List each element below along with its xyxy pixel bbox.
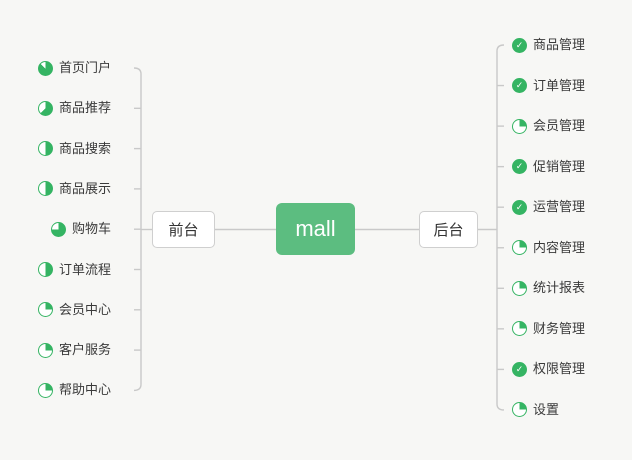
progress-pie-icon	[512, 240, 527, 256]
item-label: 商品搜索	[58, 140, 111, 156]
item-label: 会员中心	[58, 301, 111, 317]
progress-pie-icon	[37, 141, 53, 157]
item-label: 会员管理	[533, 118, 586, 134]
check-icon	[512, 159, 527, 175]
branch-item[interactable]: 商品搜索	[37, 139, 111, 159]
item-label: 统计报表	[533, 280, 586, 296]
item-label: 财务管理	[533, 320, 586, 336]
item-label: 帮助中心	[58, 382, 111, 398]
check-icon	[512, 78, 527, 94]
branch-item[interactable]: 客户服务	[37, 340, 111, 360]
item-label: 客户服务	[58, 342, 111, 358]
branch-item[interactable]: 财务管理	[512, 319, 585, 339]
item-label: 内容管理	[533, 239, 586, 255]
item-label: 订单流程	[58, 261, 111, 277]
check-icon	[512, 37, 527, 53]
root-label: mall	[295, 216, 336, 241]
branch-item[interactable]: 权限管理	[512, 359, 585, 379]
branch-item[interactable]: 运营管理	[512, 197, 585, 217]
item-label: 订单管理	[533, 77, 586, 93]
branch-item[interactable]: 商品管理	[512, 35, 585, 55]
branch-item[interactable]: 商品推荐	[37, 98, 111, 118]
branch-item[interactable]: 订单流程	[37, 260, 111, 280]
branch-item[interactable]: 会员管理	[512, 116, 585, 136]
item-label: 购物车	[71, 221, 111, 237]
progress-pie-icon	[37, 60, 53, 76]
front-branch-node[interactable]: 前台	[152, 211, 215, 248]
progress-pie-icon	[37, 262, 53, 277]
progress-pie-icon	[37, 382, 53, 398]
item-label: 商品管理	[533, 37, 586, 52]
branch-item[interactable]: 内容管理	[512, 238, 585, 258]
branch-item[interactable]: 统计报表	[512, 278, 585, 298]
progress-pie-icon	[37, 181, 53, 197]
progress-pie-icon	[50, 221, 66, 237]
back-branch-node[interactable]: 后台	[419, 211, 478, 248]
branch-item[interactable]: 帮助中心	[37, 380, 111, 400]
branch-item[interactable]: 订单管理	[512, 76, 585, 96]
progress-pie-icon	[37, 342, 53, 358]
item-label: 促销管理	[533, 158, 586, 174]
back-branch-label: 后台	[433, 222, 464, 239]
branch-item[interactable]: 商品展示	[37, 179, 111, 199]
branch-item[interactable]: 促销管理	[512, 157, 585, 177]
progress-pie-icon	[512, 280, 527, 296]
progress-pie-icon	[37, 302, 53, 318]
item-label: 首页门户	[58, 60, 111, 75]
root-node[interactable]: mall	[276, 203, 355, 255]
progress-pie-icon	[512, 118, 527, 134]
branch-item[interactable]: 首页门户	[37, 58, 111, 78]
progress-pie-icon	[512, 321, 527, 337]
item-label: 运营管理	[533, 199, 586, 215]
item-label: 商品推荐	[58, 100, 111, 116]
branch-item[interactable]: 设置	[512, 400, 559, 420]
item-label: 权限管理	[533, 361, 586, 377]
branch-item[interactable]: 会员中心	[37, 300, 111, 320]
item-label: 设置	[533, 401, 560, 417]
check-icon	[512, 199, 527, 215]
front-branch-label: 前台	[168, 222, 199, 239]
progress-pie-icon	[37, 100, 53, 116]
item-label: 商品展示	[58, 180, 111, 196]
check-icon	[512, 361, 527, 377]
progress-pie-icon	[512, 402, 527, 418]
branch-item[interactable]: 购物车	[50, 219, 111, 239]
